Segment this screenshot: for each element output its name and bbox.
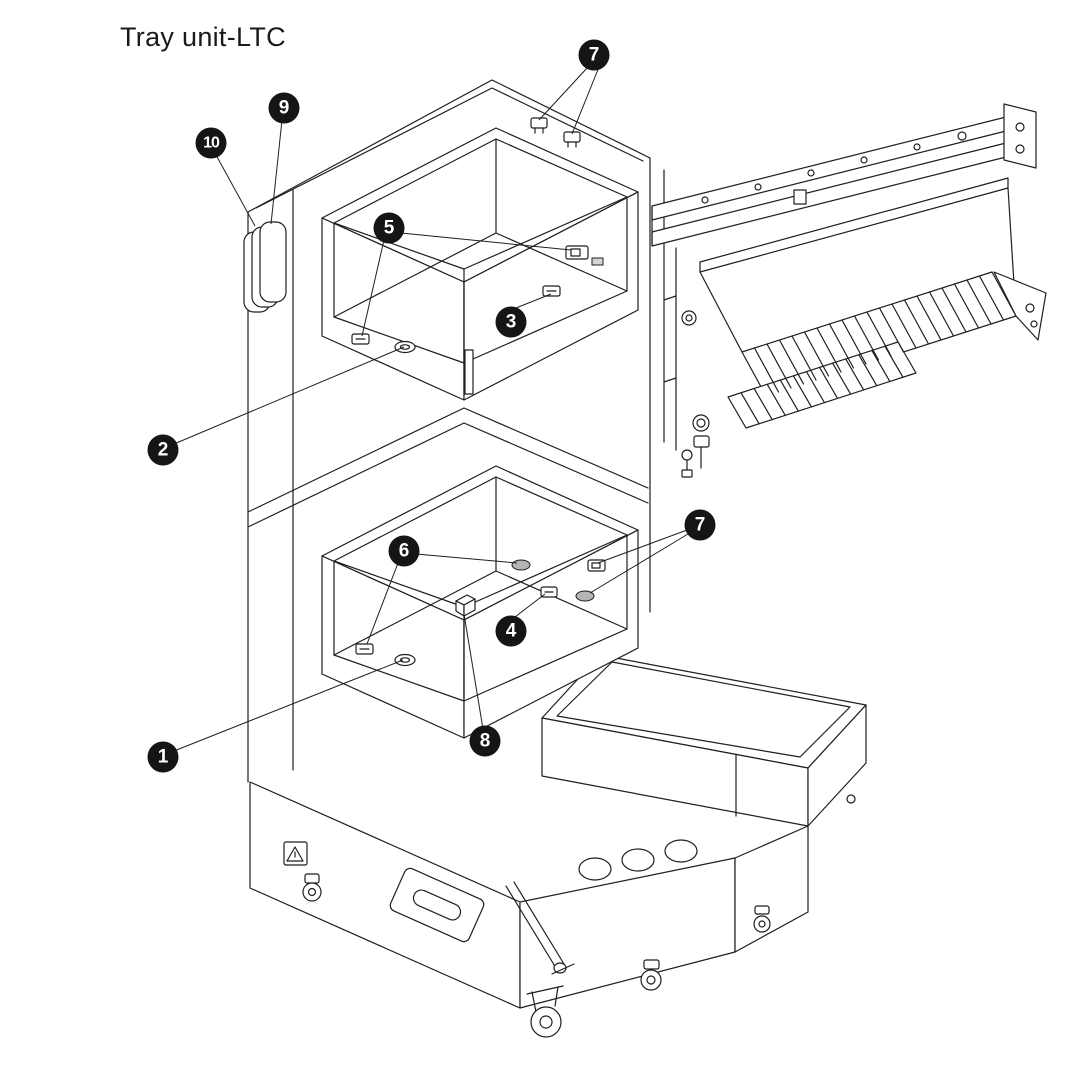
warning-label — [283, 841, 308, 866]
support-column — [663, 169, 710, 478]
upper-tray-box — [321, 127, 639, 401]
slide-rail-assembly — [651, 103, 1037, 353]
leader-lines — [173, 66, 689, 752]
guide-plates — [243, 221, 287, 313]
lower-paper-tray — [541, 654, 867, 827]
deck-ribs — [740, 275, 1005, 425]
caster-wheels — [302, 873, 771, 1038]
page-title: Tray unit-LTC — [120, 22, 286, 52]
ribbed-deck — [727, 271, 1047, 429]
lower-tray-box — [321, 465, 639, 739]
drawer-handle — [389, 867, 485, 943]
base-unit — [249, 781, 809, 1038]
top-clips — [530, 117, 581, 148]
